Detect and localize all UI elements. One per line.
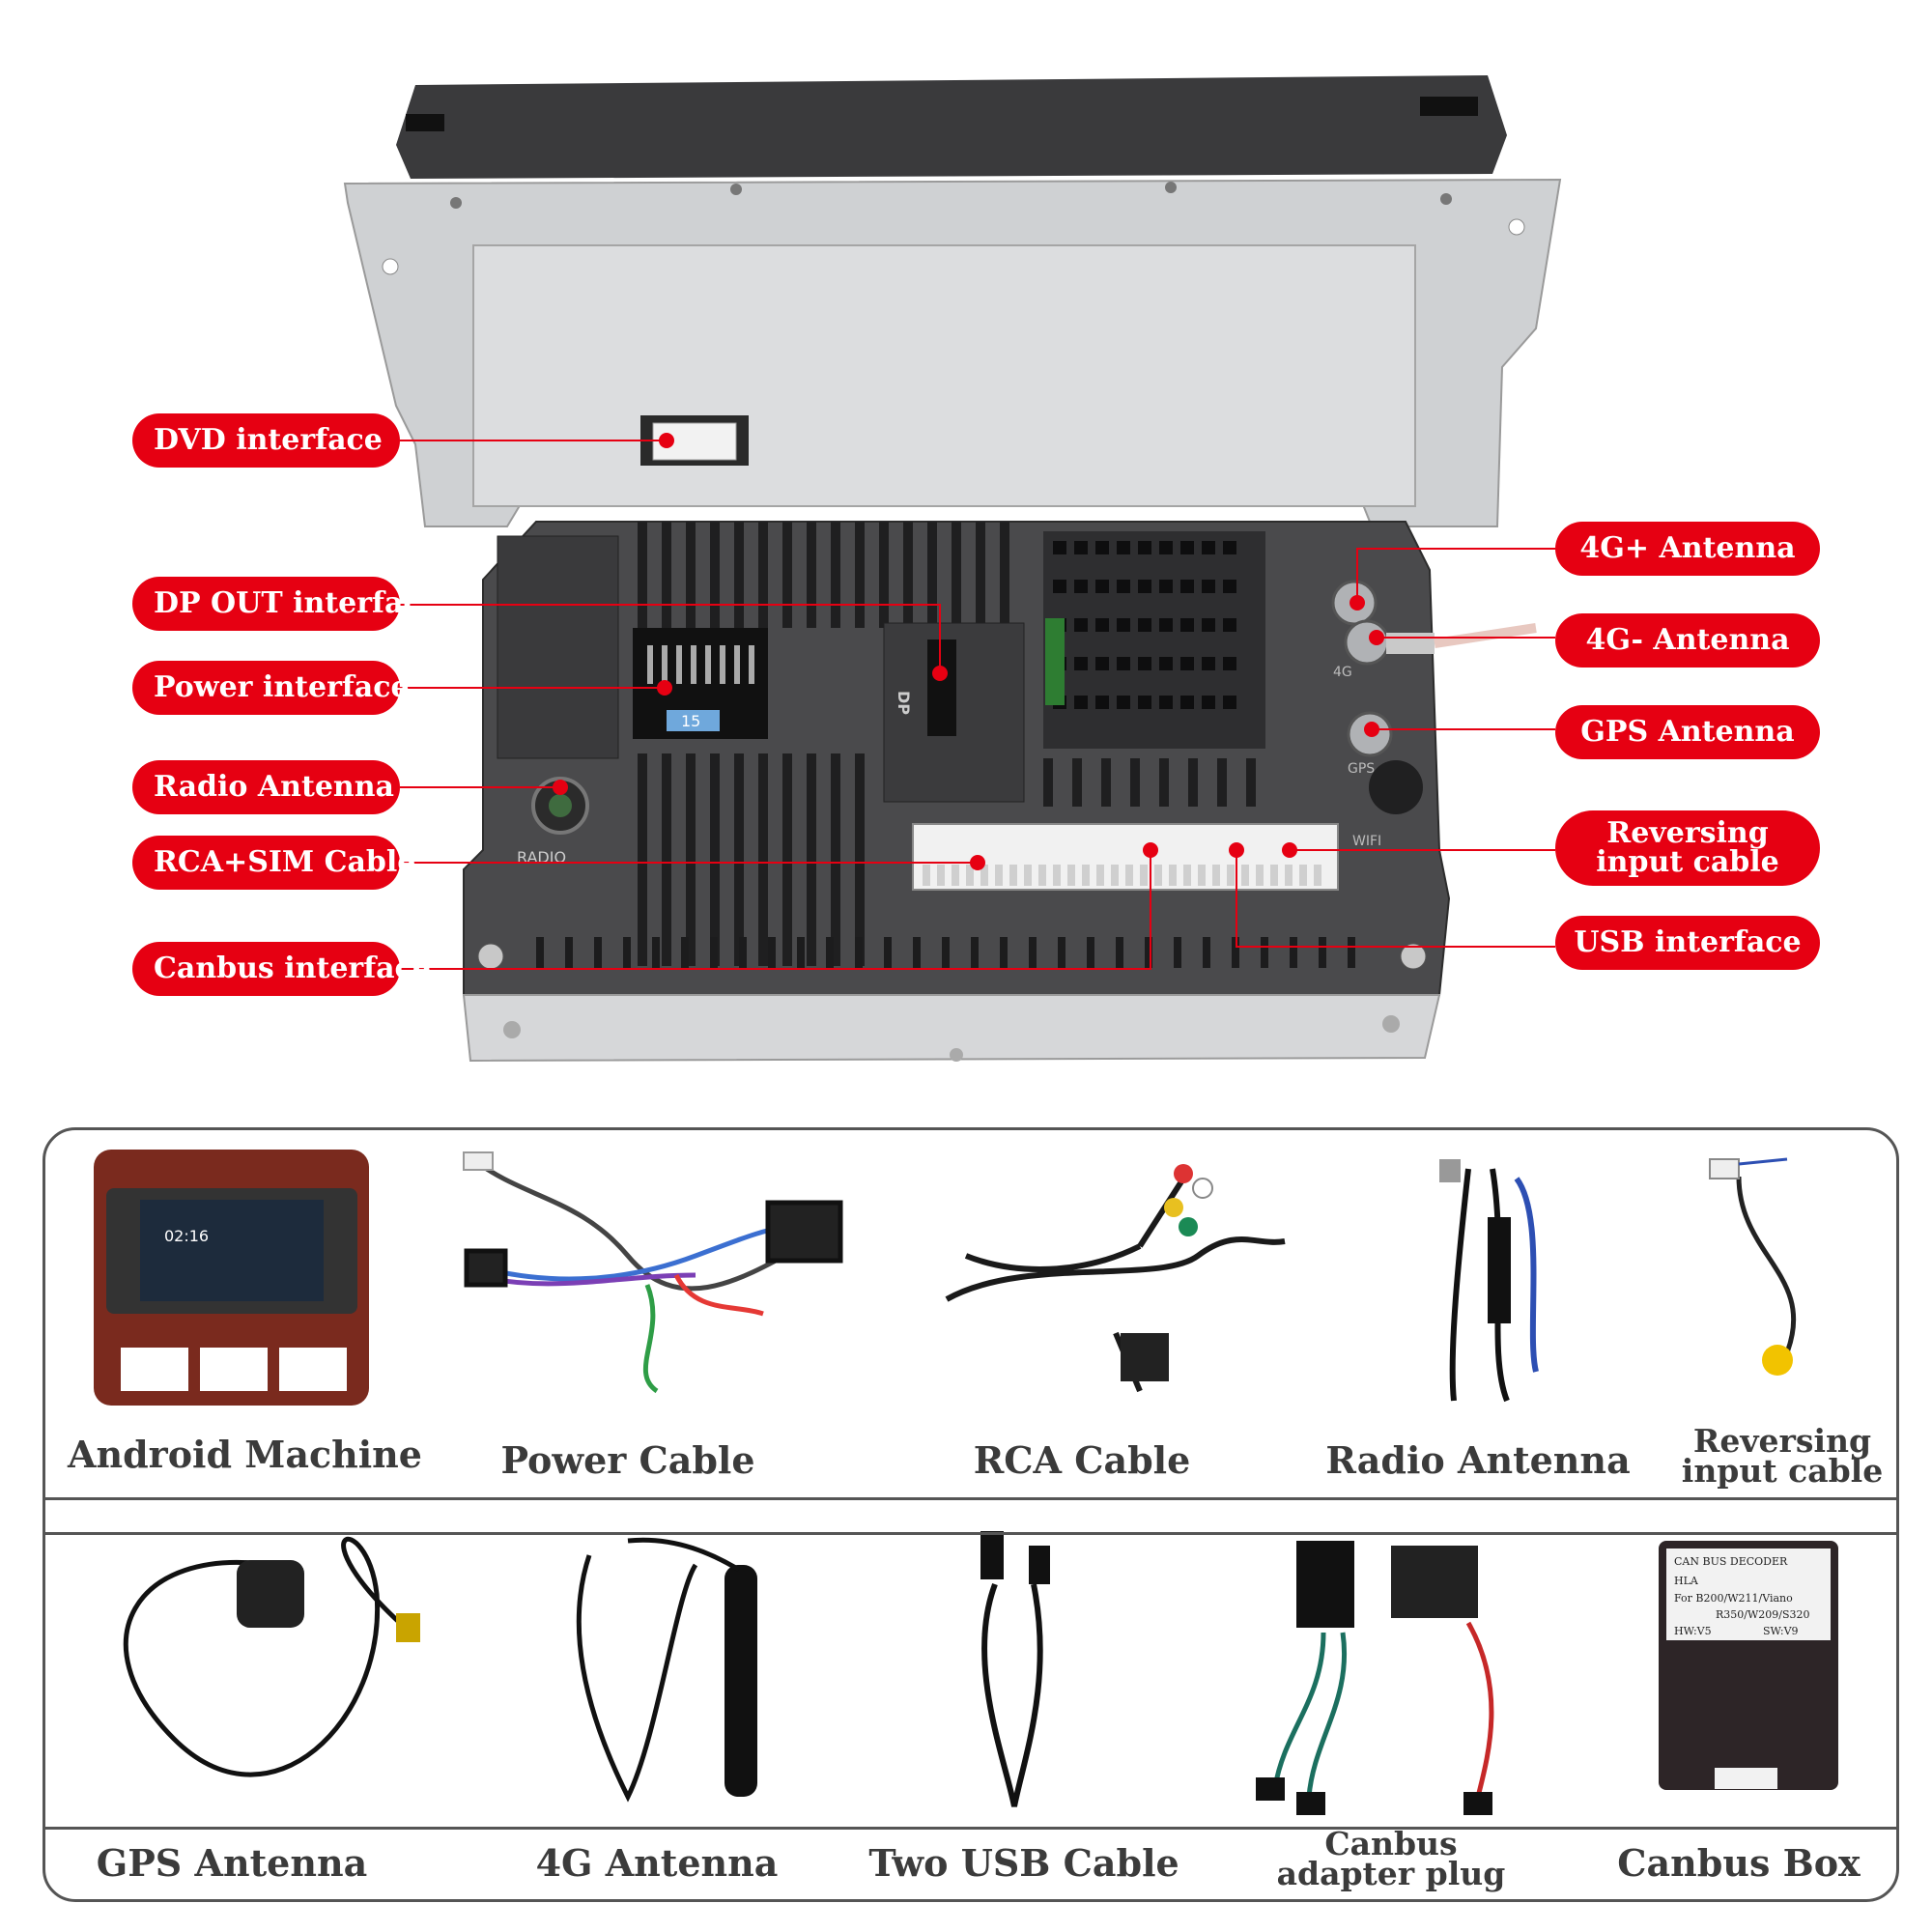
- label-android-machine: Android Machine: [68, 1433, 422, 1476]
- row-divider-1b: [45, 1497, 1896, 1500]
- callout-dp-out-interface: DP OUT interfac: [132, 577, 421, 631]
- label-gps-antenna: GPS Antenna: [96, 1841, 368, 1885]
- canbus-adapter-plug-image: [1256, 1541, 1494, 1815]
- interface-markers: [553, 433, 1384, 870]
- row-divider-3: [45, 1827, 1896, 1830]
- decoder-line-1: CAN BUS DECODER: [1674, 1555, 1788, 1568]
- leader-canbus: [400, 850, 1151, 970]
- callout-canbus-interface: Canbus interface: [132, 942, 431, 996]
- callout-reversing-line-2: input cable: [1596, 845, 1779, 879]
- decoder-line-3: For B200/W211/Viano: [1674, 1592, 1793, 1605]
- leader-dp-out: [400, 604, 941, 673]
- label-two-usb-cable: Two USB Cable: [868, 1841, 1179, 1885]
- power-cable-image: [463, 1151, 843, 1394]
- radio-antenna-image: [1439, 1159, 1539, 1403]
- machine-screen-time: 02:16: [164, 1227, 209, 1245]
- marker-4g-minus: [1369, 630, 1384, 645]
- dp-marking: DP: [895, 691, 913, 715]
- radio-marking: RADIO: [517, 848, 566, 867]
- label-canbus-adapter-plug: Canbus adapter plug: [1246, 1825, 1536, 1893]
- leader-usb: [1236, 850, 1555, 948]
- decoder-sw: SW:V9: [1763, 1625, 1799, 1637]
- reversing-cable-image: [1709, 1157, 1797, 1376]
- marker-dvd: [659, 433, 674, 448]
- android-machine-image: 02:16: [94, 1150, 369, 1406]
- marker-rca: [970, 855, 985, 870]
- leader-4g-plus: [1356, 548, 1555, 603]
- row-divider-2: [45, 1532, 1896, 1535]
- head-unit-photo: 15 DP 4G: [343, 75, 1562, 1063]
- callout-gps-antenna: GPS Antenna: [1555, 705, 1820, 759]
- accessories-panel: [43, 1127, 1899, 1902]
- callout-usb-interface: USB interface: [1555, 916, 1820, 970]
- callout-power-interface: Power interface: [132, 661, 410, 715]
- callout-rca-sim-cable: RCA+SIM Cable: [132, 836, 415, 890]
- label-canbus-adapter-line-1: Canbus: [1324, 1825, 1458, 1862]
- marker-gps: [1364, 722, 1379, 737]
- marker-radio: [553, 780, 568, 795]
- callout-reversing-input-cable: Reversing input cable: [1555, 810, 1820, 886]
- callout-dvd-interface: DVD interface: [132, 413, 400, 468]
- decoder-line-2: HLA: [1674, 1575, 1699, 1587]
- label-canbus-adapter-line-2: adapter plug: [1276, 1855, 1506, 1893]
- marker-power: [657, 680, 672, 696]
- callout-4g-plus-antenna: 4G+ Antenna: [1555, 522, 1820, 576]
- marker-reversing: [1282, 842, 1297, 858]
- callout-radio-antenna: Radio Antenna: [132, 760, 400, 814]
- decoder-hw: HW:V5: [1674, 1625, 1712, 1637]
- marker-dp-out: [932, 666, 948, 681]
- 4g-antenna-image: [576, 1537, 757, 1803]
- callout-reversing-line-1: Reversing: [1606, 816, 1769, 850]
- label-radio-antenna: Radio Antenna: [1325, 1438, 1631, 1482]
- leader-lines: [400, 440, 1555, 970]
- wifi-marking: WIFI: [1352, 834, 1381, 849]
- label-canbus-box: Canbus Box: [1617, 1841, 1861, 1885]
- label-rca-cable: RCA Cable: [973, 1438, 1191, 1482]
- label-reversing-line-1: Reversing: [1692, 1422, 1872, 1460]
- callout-4g-minus-antenna: 4G- Antenna: [1555, 613, 1820, 668]
- gps-marking: GPS: [1348, 761, 1375, 777]
- label-4g-antenna: 4G Antenna: [535, 1841, 779, 1885]
- fuse-marking: 15: [681, 712, 700, 730]
- decoder-line-4: R350/W209/S320: [1716, 1608, 1810, 1621]
- rca-cable-image: [945, 1164, 1286, 1393]
- fm-marking: 4G: [1333, 665, 1352, 680]
- two-usb-cable-image: [980, 1531, 1050, 1807]
- label-reversing-line-2: input cable: [1681, 1452, 1884, 1491]
- marker-usb: [1229, 842, 1244, 858]
- marker-4g-plus: [1350, 595, 1365, 611]
- label-reversing-input-cable: Reversing input cable: [1642, 1422, 1922, 1491]
- label-power-cable: Power Cable: [500, 1438, 755, 1482]
- gps-antenna-image: [123, 1536, 420, 1777]
- marker-canbus: [1143, 842, 1158, 858]
- canbus-box-image: CAN BUS DECODER HLA For B200/W211/Viano …: [1659, 1541, 1838, 1790]
